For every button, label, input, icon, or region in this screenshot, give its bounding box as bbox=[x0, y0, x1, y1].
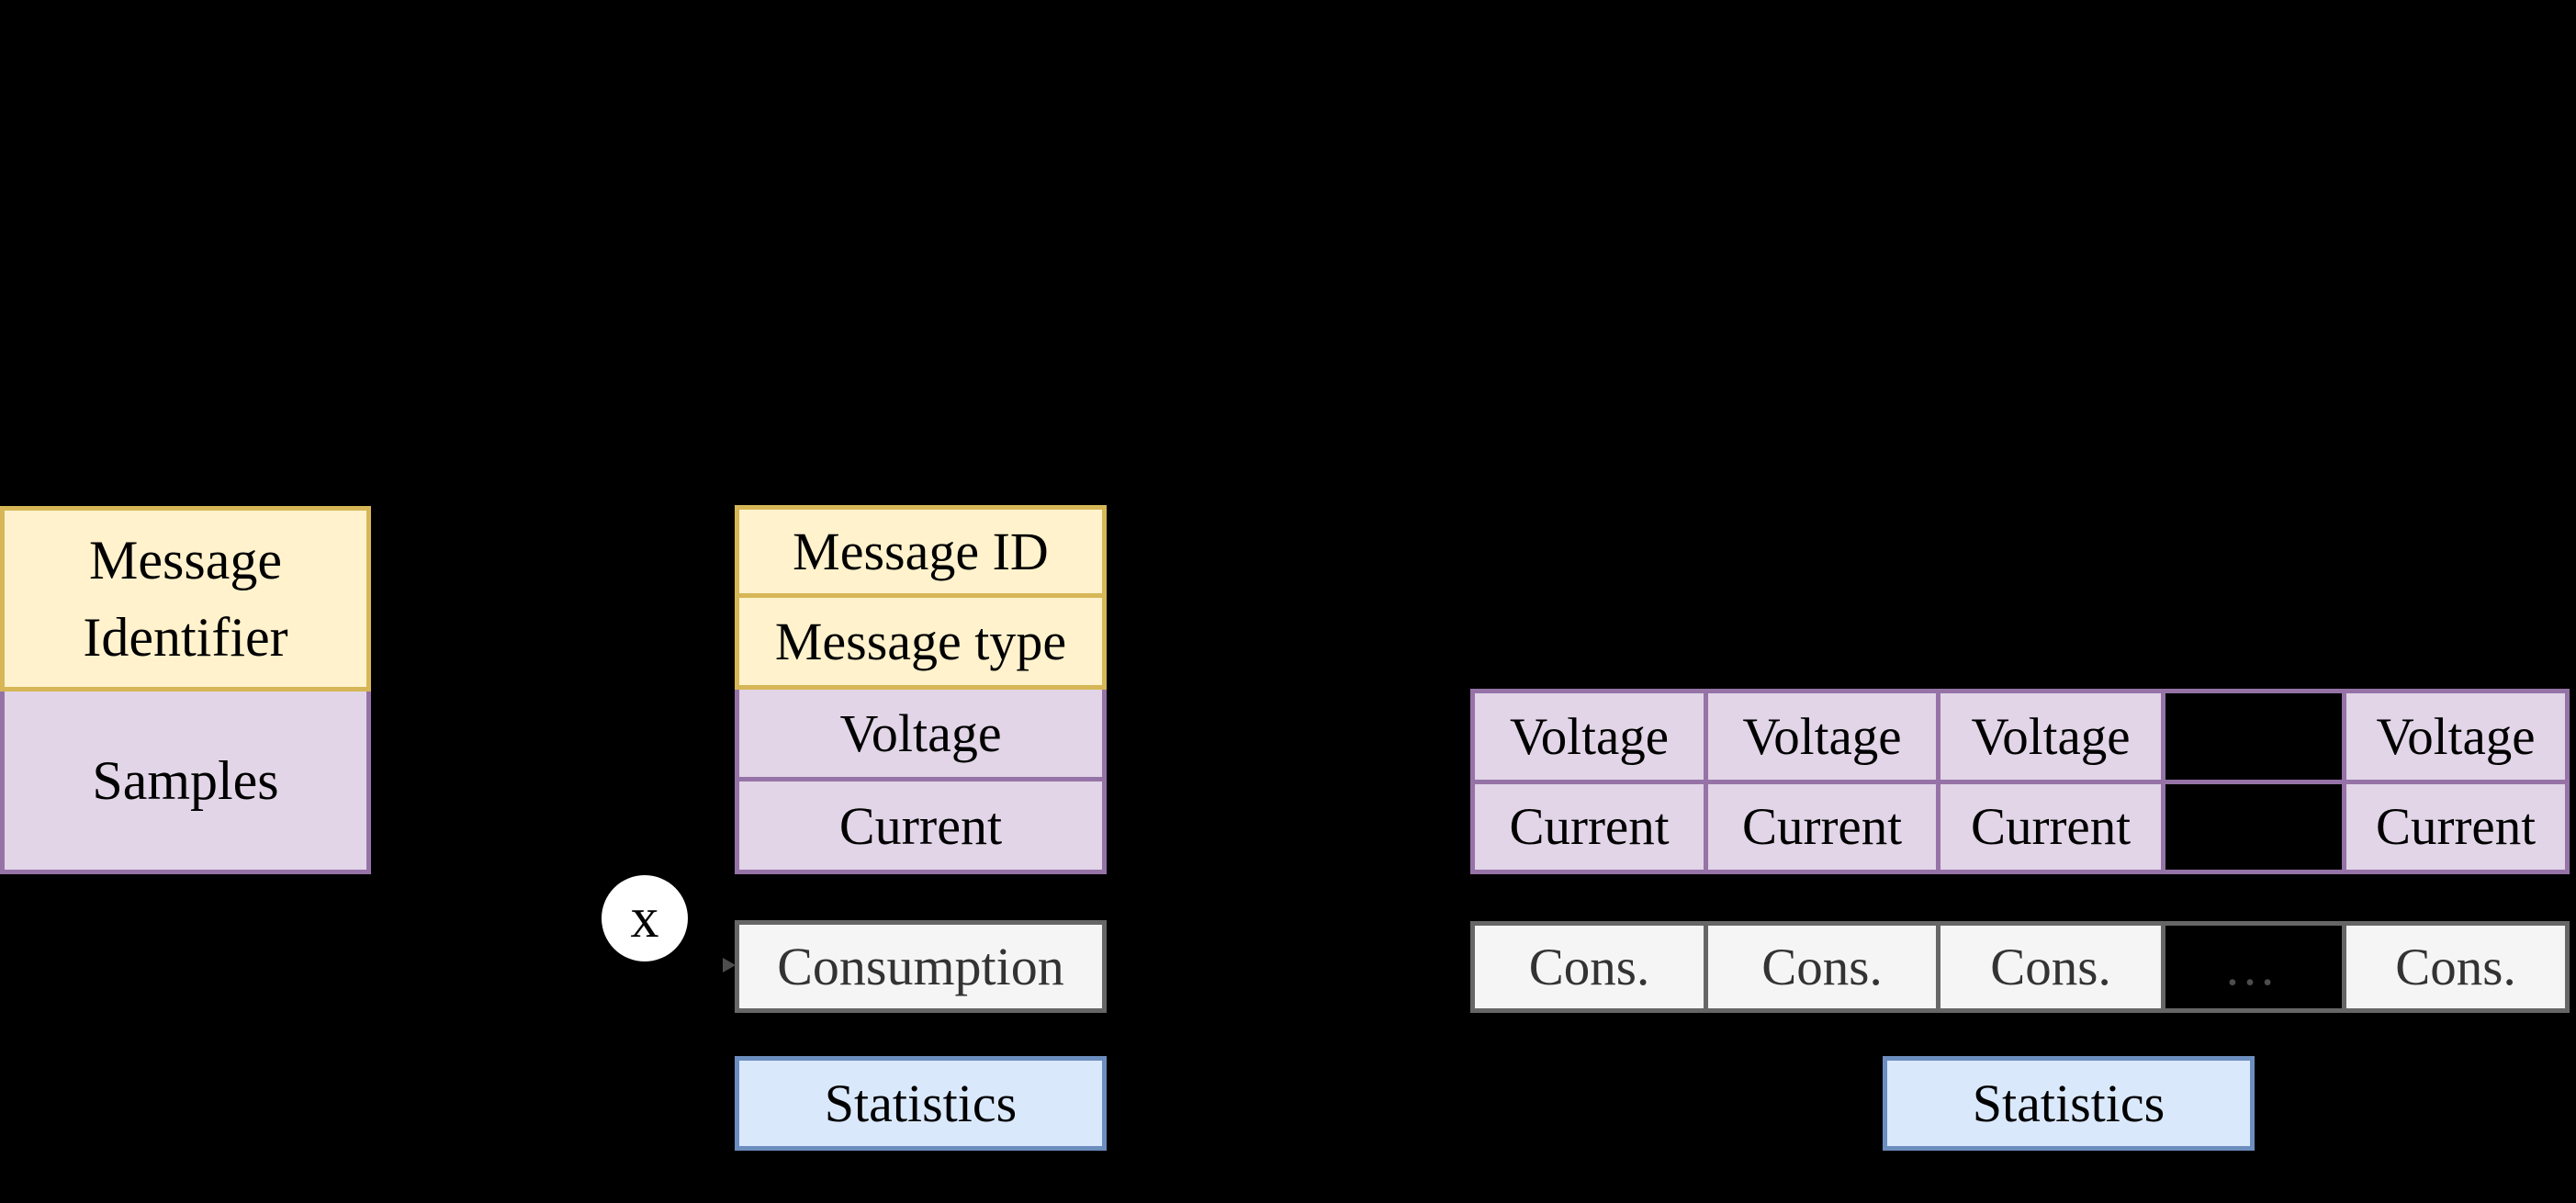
voltage-cell: Voltage bbox=[1940, 693, 2161, 780]
message-id-cell: Message ID bbox=[735, 505, 1107, 598]
consumption-box: Consumption bbox=[735, 920, 1107, 1013]
message-type-label: Message type bbox=[774, 612, 1067, 671]
voltage-label: Voltage bbox=[2376, 707, 2536, 766]
voltage-label: Voltage bbox=[1509, 707, 1670, 766]
ellipsis-gap-cell bbox=[2165, 693, 2342, 780]
voltage-cell: Voltage bbox=[2346, 693, 2565, 780]
arrow-right-icon bbox=[723, 958, 736, 973]
current-cell: Current bbox=[2346, 784, 2565, 870]
voltage-cell: Voltage bbox=[735, 685, 1107, 781]
statistics-box: Statistics bbox=[735, 1056, 1107, 1151]
cons-cell: Cons. bbox=[1708, 926, 1936, 1008]
current-label: Current bbox=[1970, 798, 2132, 856]
message-type-cell: Message type bbox=[735, 593, 1107, 690]
samples-table: Voltage Voltage Voltage Voltage Current … bbox=[1470, 689, 2570, 874]
message-id-label: Message ID bbox=[793, 522, 1049, 581]
cons-label: Cons. bbox=[1761, 938, 1883, 996]
ellipsis-gap-cell bbox=[2165, 784, 2342, 870]
cons-label: Cons. bbox=[1528, 938, 1650, 996]
voltage-cell: Voltage bbox=[1475, 693, 1704, 780]
cons-cell: Cons. bbox=[1940, 926, 2161, 1008]
multiply-node: x bbox=[602, 875, 688, 961]
current-label: Current bbox=[2375, 798, 2537, 856]
samples-label: Samples bbox=[92, 749, 279, 811]
statistics-label: Statistics bbox=[1972, 1074, 2165, 1133]
current-label: Current bbox=[1741, 798, 1903, 856]
message-identifier-label: Message Identifier bbox=[83, 530, 288, 668]
current-cell: Current bbox=[1940, 784, 2161, 870]
cons-label: Cons. bbox=[2395, 938, 2516, 996]
current-cell: Current bbox=[1708, 784, 1936, 870]
ellipsis-label: … bbox=[2223, 938, 2284, 996]
cons-label: Cons. bbox=[1990, 938, 2111, 996]
voltage-cell: Voltage bbox=[1708, 693, 1936, 780]
current-label: Current bbox=[1509, 798, 1670, 856]
samples-cell: Samples bbox=[0, 687, 371, 874]
message-identifier-cell: Message Identifier bbox=[0, 506, 371, 691]
cons-cell: Cons. bbox=[2346, 926, 2565, 1008]
ellipsis-cell: … bbox=[2165, 926, 2342, 1008]
voltage-label: Voltage bbox=[839, 703, 1002, 763]
consumption-row: Cons. Cons. Cons. … Cons. bbox=[1470, 921, 2570, 1013]
statistics-label: Statistics bbox=[824, 1074, 1018, 1133]
voltage-label: Voltage bbox=[1742, 707, 1902, 766]
statistics-box-right: Statistics bbox=[1883, 1056, 2255, 1151]
current-cell: Current bbox=[735, 777, 1107, 874]
cons-cell: Cons. bbox=[1475, 926, 1704, 1008]
voltage-label: Voltage bbox=[1971, 707, 2131, 766]
current-cell: Current bbox=[1475, 784, 1704, 870]
consumption-label: Consumption bbox=[777, 937, 1064, 996]
multiply-label: x bbox=[630, 886, 659, 950]
current-label: Current bbox=[838, 795, 1003, 856]
